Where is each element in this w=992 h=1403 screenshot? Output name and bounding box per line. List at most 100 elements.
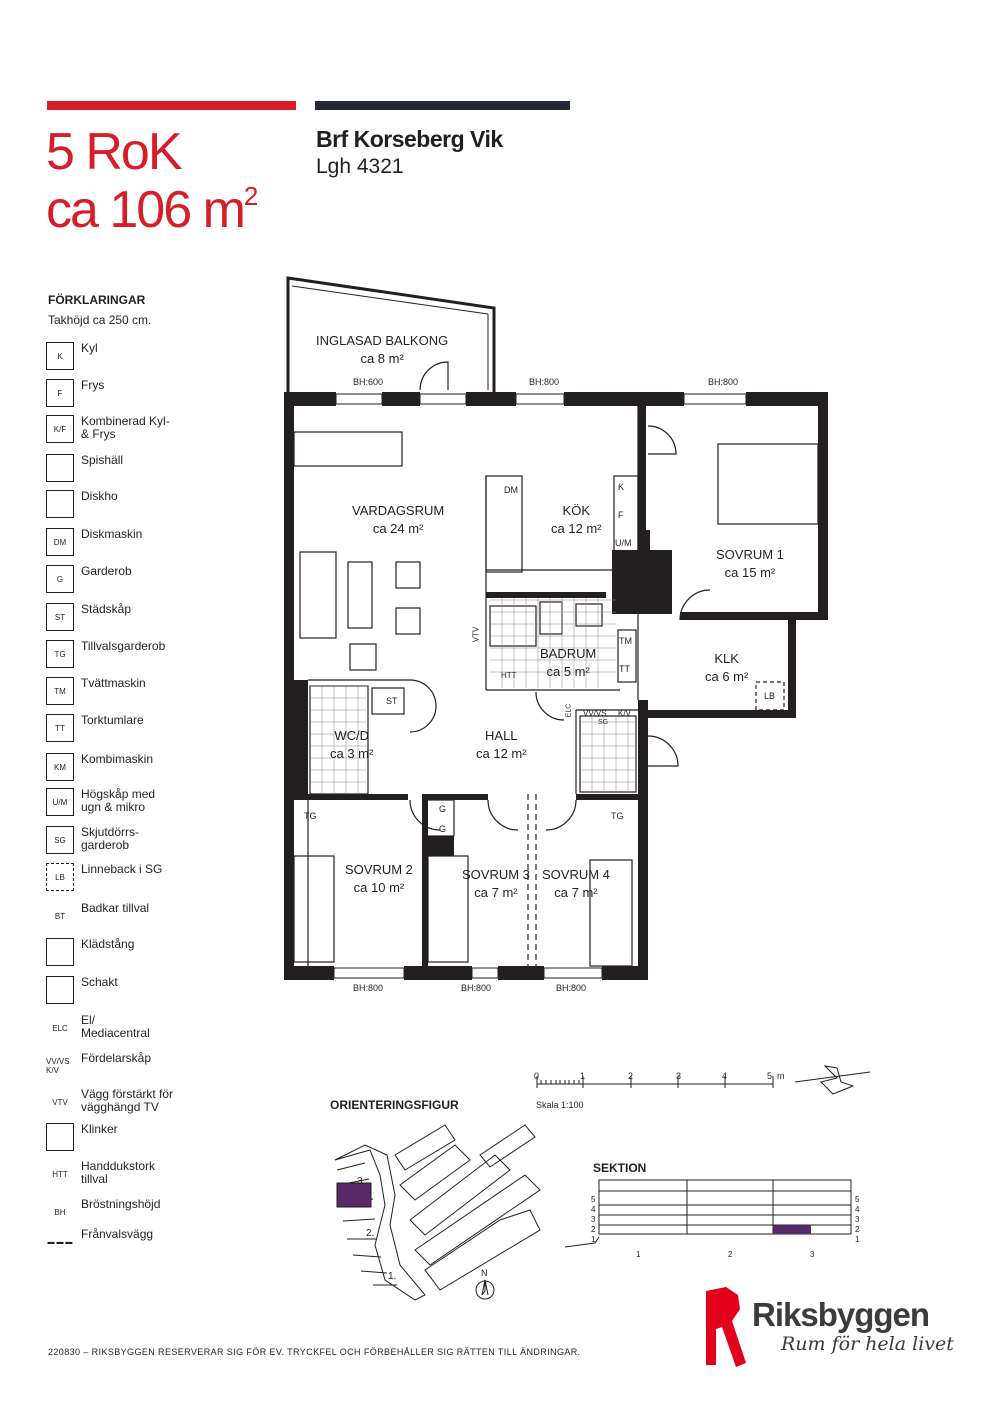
wall-bottom-left [284, 966, 334, 980]
legend-symbol-icon: F [46, 379, 74, 407]
legend-label: Garderob [81, 564, 132, 578]
wall-top-mid [382, 392, 420, 406]
building-3: 3. [357, 1176, 366, 1187]
section-floor-label: 4 [855, 1205, 860, 1214]
section-floor-label: 2 [855, 1225, 860, 1234]
legend-symbol-icon [46, 1123, 74, 1151]
wall-bottom-mid2 [498, 966, 544, 980]
section-column-label: 3 [810, 1250, 815, 1259]
wall-bottom-mid [404, 966, 472, 980]
fixture-st: ST [386, 696, 398, 706]
legend-symbol-icon: KM [46, 753, 74, 781]
legend-label: Städskåp [81, 602, 132, 616]
fixture-g-2: G [439, 824, 447, 834]
legend-item: G Garderob [46, 565, 246, 595]
section-floor-label: 4 [591, 1205, 596, 1214]
footer-disclaimer: 220830 – RIKSBYGGEN RESERVERAR SIG FÖR E… [48, 1347, 581, 1357]
legend-label: Kombinerad Kyl- & Frys [81, 414, 170, 441]
legend-item: KM Kombimaskin [46, 753, 246, 783]
wall-top-right [746, 392, 828, 406]
fixture-vvvs: VV/VS [583, 709, 607, 718]
scale-tick-label: 1 [580, 1071, 586, 1081]
legend-label: Diskho [81, 489, 118, 503]
fixture-um: U/M [615, 538, 632, 548]
room-area: ca 7 m² [554, 885, 598, 900]
wall-right-upper [818, 392, 828, 620]
fixture-kv: K/V [618, 709, 631, 718]
legend-label: Kombimaskin [81, 752, 154, 766]
scale-tick-label: 2 [628, 1071, 634, 1081]
north-label: N [481, 1268, 488, 1278]
riksbyggen-logo-icon [706, 1287, 746, 1367]
room-name: BADRUM [540, 646, 597, 661]
room-name: WC/D [334, 728, 369, 743]
block-g [426, 836, 454, 856]
legend-label: Vägg förstärkt för vägghängd TV [81, 1087, 174, 1114]
legend-label: Bröstningshöjd [81, 1197, 161, 1211]
building-1: 1. [388, 1271, 397, 1282]
fixture-tt: TT [619, 664, 630, 674]
legend-item: Klädstång [46, 938, 246, 968]
room-area: ca 15 m² [724, 565, 776, 580]
room-area: ca 10 m² [353, 880, 405, 895]
balcony-glass [291, 285, 489, 315]
legend-label: Schakt [81, 975, 118, 989]
wall-right-lower [638, 700, 648, 980]
floor-plan [284, 276, 828, 980]
room-area: ca 6 m² [705, 669, 749, 684]
scale-tick-label: 5 [767, 1071, 773, 1081]
wall-top-left [284, 392, 336, 406]
bh-label: BH:600 [353, 377, 384, 387]
legend-title: FÖRKLARINGAR [48, 293, 146, 307]
legend-item: Spishäll [46, 454, 246, 484]
fixture-lb: LB [764, 691, 776, 701]
fixture-f: F [618, 510, 624, 520]
room-area: ca 3 m² [330, 746, 374, 761]
legend-label: Klinker [81, 1122, 118, 1136]
shaft [612, 550, 672, 614]
scale-tick-label: 0 [534, 1071, 540, 1081]
room-name: KLK [714, 651, 739, 666]
wall-sov34-top [424, 794, 488, 800]
legend-symbol-icon: VTV [52, 1097, 68, 1107]
room-name: KÖK [562, 503, 591, 518]
balcony-outline [286, 276, 496, 392]
area-sup: 2 [243, 181, 259, 211]
clinker-tiles [310, 598, 636, 794]
wall-top-mid3 [564, 392, 684, 406]
legend-item: Schakt [46, 976, 246, 1006]
section-floor-label: 5 [591, 1195, 596, 1204]
wall-sov34-top2 [576, 794, 638, 800]
legend-label: Fördelarskåp [81, 1051, 152, 1065]
scale-tick-label: 3 [676, 1071, 682, 1081]
bh-label: BH:800 [461, 983, 492, 993]
legend-symbol-icon [46, 490, 74, 518]
logo-name: Riksbyggen [752, 1296, 930, 1333]
legend-label: Tvättmaskin [81, 676, 146, 690]
legend-symbol-icon: G [46, 565, 74, 593]
section-floor-label: 3 [855, 1215, 860, 1224]
section-column-label: 2 [728, 1250, 733, 1259]
bh-label: BH:800 [353, 983, 384, 993]
fixture-vtv: VTV [471, 626, 481, 643]
wall-klk-right [788, 612, 796, 716]
legend-symbol-icon: DM [46, 528, 74, 556]
wall-hall-left [294, 680, 308, 800]
legend-label: Badkar tillval [81, 901, 150, 915]
area-prefix: ca 106 m [46, 181, 246, 239]
wall-top-mid2 [466, 392, 516, 406]
